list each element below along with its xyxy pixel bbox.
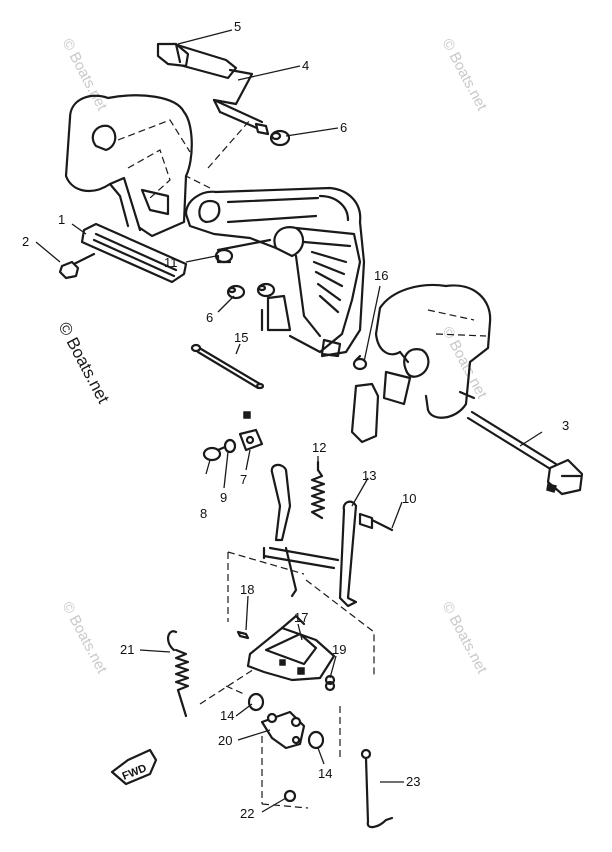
watermark-bottom-right: © Boats.net xyxy=(438,599,490,677)
plate-part-20 xyxy=(260,710,306,750)
callout-20: 20 xyxy=(218,733,232,748)
plate-part-1 xyxy=(80,222,188,284)
callout-4: 4 xyxy=(302,58,309,73)
callout-14-left: 14 xyxy=(220,708,234,723)
lever-grip-part-5 xyxy=(156,42,190,68)
watermark-top-right: © Boats.net xyxy=(438,36,490,114)
callout-17: 17 xyxy=(294,610,308,625)
callout-5: 5 xyxy=(234,19,241,34)
fwd-arrow: FWD xyxy=(110,748,158,786)
bushing-part-6-top xyxy=(269,129,291,147)
tilt-lever-part-4 xyxy=(172,42,270,136)
callout-21: 21 xyxy=(120,642,134,657)
callout-18: 18 xyxy=(240,582,254,597)
callout-3: 3 xyxy=(562,418,569,433)
bushing-part-14-right xyxy=(307,730,325,750)
lever-arm-part-13 xyxy=(262,463,358,608)
callout-8: 8 xyxy=(200,506,207,521)
callout-6-top: 6 xyxy=(340,120,347,135)
tilt-rod-part-3 xyxy=(466,410,584,496)
callout-7: 7 xyxy=(240,472,247,487)
callout-10: 10 xyxy=(402,491,416,506)
callout-15: 15 xyxy=(234,330,248,345)
watermark-main: © Boats.net xyxy=(54,319,113,407)
spring-part-12 xyxy=(310,460,326,520)
callout-23: 23 xyxy=(406,774,420,789)
dashed-box-lower xyxy=(199,551,375,809)
callout-13: 13 xyxy=(362,468,376,483)
callout-16: 16 xyxy=(374,268,388,283)
bushing-part-6-pair xyxy=(226,282,276,300)
bolt-part-2 xyxy=(58,252,96,280)
rod-part-23 xyxy=(360,748,394,829)
callout-22: 22 xyxy=(240,806,254,821)
washer-part-16 xyxy=(352,354,368,371)
clamp-bracket-left xyxy=(64,94,193,238)
callout-2: 2 xyxy=(22,234,29,249)
nut-part-22 xyxy=(283,789,297,803)
leader-lines xyxy=(35,29,543,813)
callout-1: 1 xyxy=(58,212,65,227)
bushing-part-14-left xyxy=(247,692,265,712)
tilt-pin-part-15 xyxy=(190,343,265,390)
callout-labels: 5 4 6 1 2 11 16 6 15 3 12 13 7 10 9 8 18… xyxy=(22,19,569,821)
watermark-bottom-left: © Boats.net xyxy=(58,599,110,677)
callout-14-right: 14 xyxy=(318,766,332,781)
spring-part-21 xyxy=(167,630,190,718)
callout-19: 19 xyxy=(332,642,346,657)
swivel-bracket-center xyxy=(184,119,366,358)
bracket-part-17 xyxy=(246,614,336,682)
watermark-top-left: © Boats.net xyxy=(58,36,110,114)
bolt-part-10 xyxy=(358,512,394,532)
clamp-bracket-right xyxy=(350,283,492,444)
bushing-part-11 xyxy=(214,248,234,264)
callout-11: 11 xyxy=(164,255,178,270)
bracket-part-7 xyxy=(238,411,264,452)
callout-6-mid: 6 xyxy=(206,310,213,325)
callout-9: 9 xyxy=(220,490,227,505)
spring-part-19 xyxy=(324,674,336,692)
clip-part-18 xyxy=(236,630,250,640)
washer-part-9 xyxy=(223,438,237,454)
callout-12: 12 xyxy=(312,440,326,455)
